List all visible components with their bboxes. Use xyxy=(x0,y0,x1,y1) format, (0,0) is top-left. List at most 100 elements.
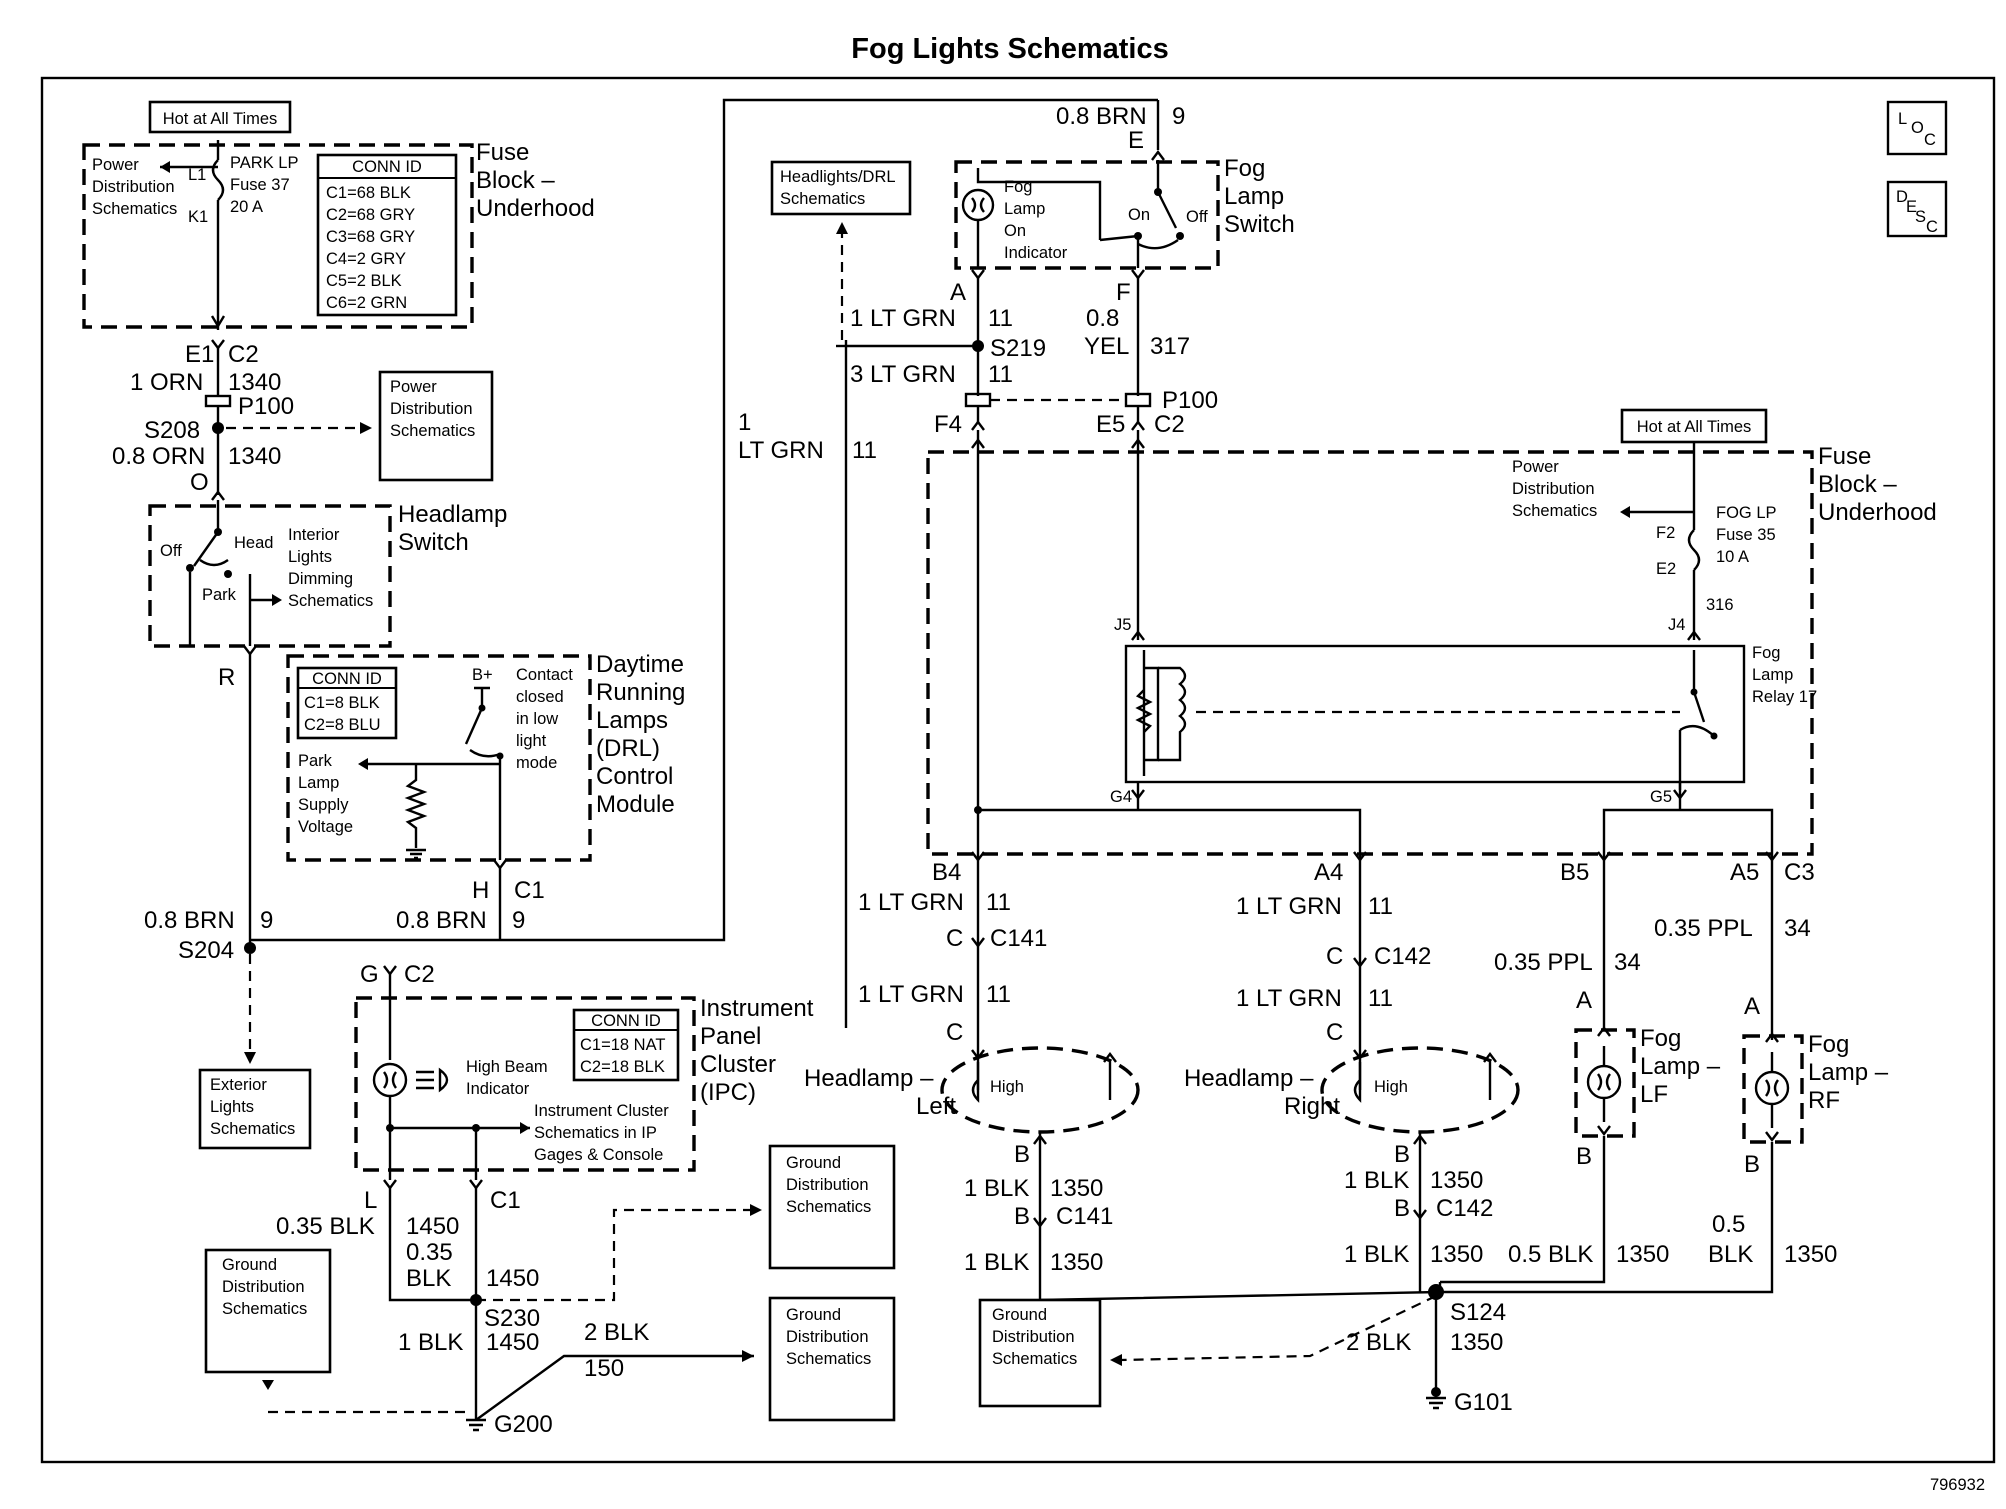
svg-text:3 LT GRN: 3 LT GRN xyxy=(850,361,956,388)
svg-text:Schematics: Schematics xyxy=(210,1120,295,1138)
svg-text:11: 11 xyxy=(986,889,1011,916)
drl-ground-symbol xyxy=(406,848,426,860)
svg-text:Voltage: Voltage xyxy=(298,818,353,836)
svg-text:S204: S204 xyxy=(178,937,234,964)
svg-text:1 BLK: 1 BLK xyxy=(964,1249,1029,1276)
drl-control-module: CONN ID C1=8 BLK C2=8 BLU B+ Contact clo… xyxy=(144,98,1158,1150)
svg-text:F2: F2 xyxy=(1656,524,1675,542)
svg-text:Relay 17: Relay 17 xyxy=(1752,688,1817,706)
svg-text:C141: C141 xyxy=(1056,1203,1113,1230)
svg-text:C142: C142 xyxy=(1436,1195,1493,1222)
svg-text:Distribution: Distribution xyxy=(390,400,473,418)
ground-distribution-box-mid-top xyxy=(768,1144,896,1270)
svg-text:G5: G5 xyxy=(1650,788,1672,806)
fuse-block-underhood-right: Hot at All Times Power Distribution Sche… xyxy=(926,408,1937,862)
svg-text:Schematics: Schematics xyxy=(786,1350,871,1368)
loc-icon[interactable]: L O C xyxy=(1886,100,1948,156)
svg-text:Schematics: Schematics xyxy=(92,200,177,218)
fuse-block-underhood-left xyxy=(82,143,474,329)
fog-lamp-lf-circuit: B5 0.35 PPL 34 A Fog Lamp – LF B 0.5 BLK… xyxy=(1440,859,1721,1284)
svg-text:1 BLK: 1 BLK xyxy=(398,1329,463,1356)
svg-text:C2=68 GRY: C2=68 GRY xyxy=(326,206,415,224)
svg-text:1450: 1450 xyxy=(406,1213,459,1240)
svg-text:9: 9 xyxy=(512,907,525,934)
fuse-37-symbol xyxy=(211,159,225,201)
svg-text:Cluster: Cluster xyxy=(700,1051,776,1078)
svg-text:A4: A4 xyxy=(1314,859,1343,886)
svg-text:L1: L1 xyxy=(188,166,206,184)
exterior-lights-box xyxy=(198,1068,312,1150)
svg-text:1350: 1350 xyxy=(1430,1241,1483,1268)
fog-lamp-lf-bulb xyxy=(1586,1064,1622,1100)
svg-text:C: C xyxy=(946,1019,963,1046)
svg-text:High Beam: High Beam xyxy=(466,1058,548,1076)
svg-text:C1: C1 xyxy=(490,1187,521,1214)
svg-text:1: 1 xyxy=(738,409,751,436)
svg-text:1350: 1350 xyxy=(1784,1241,1837,1268)
svg-text:Schematics: Schematics xyxy=(288,592,373,610)
svg-text:0.8 ORN: 0.8 ORN xyxy=(112,443,205,470)
svg-text:Fuse 37: Fuse 37 xyxy=(230,176,290,194)
svg-text:Instrument Cluster: Instrument Cluster xyxy=(534,1102,669,1120)
svg-text:1340: 1340 xyxy=(228,443,281,470)
svg-text:1 LT GRN: 1 LT GRN xyxy=(1236,985,1342,1012)
figure-number: 796932 xyxy=(1930,1476,1985,1494)
svg-text:CONN ID: CONN ID xyxy=(591,1012,661,1030)
svg-text:Fog: Fog xyxy=(1004,178,1032,196)
svg-text:E1: E1 xyxy=(185,341,214,368)
svg-text:Lamp: Lamp xyxy=(298,774,339,792)
svg-text:0.8 BRN: 0.8 BRN xyxy=(396,907,487,934)
svg-text:Park: Park xyxy=(298,752,333,770)
svg-text:1 LT GRN: 1 LT GRN xyxy=(858,889,964,916)
headlamp-switch: Off Head Park Interior Lights Dimming Sc… xyxy=(148,500,507,940)
svg-text:(IPC): (IPC) xyxy=(700,1079,756,1106)
svg-text:S219: S219 xyxy=(990,335,1046,362)
svg-text:C1=68 BLK: C1=68 BLK xyxy=(326,184,411,202)
svg-text:R: R xyxy=(218,664,235,691)
svg-text:P100: P100 xyxy=(1162,387,1218,414)
svg-text:(DRL): (DRL) xyxy=(596,735,660,762)
svg-text:Lamp: Lamp xyxy=(1224,183,1284,210)
relay-coil xyxy=(1158,666,1187,762)
svg-text:light: light xyxy=(516,732,547,750)
svg-text:11: 11 xyxy=(852,437,877,464)
left-feed-wires: E1 C2 1 ORN 1340 P100 S208 0.8 ORN 1340 … xyxy=(112,339,494,501)
svg-text:Indicator: Indicator xyxy=(1004,244,1068,262)
svg-text:Switch: Switch xyxy=(398,529,469,556)
svg-text:Schematics: Schematics xyxy=(1512,502,1597,520)
power-distribution-box xyxy=(378,370,494,482)
fog-indicator-lamp xyxy=(961,188,995,222)
svg-text:C: C xyxy=(1926,218,1938,236)
svg-text:C3: C3 xyxy=(1784,859,1815,886)
svg-text:B4: B4 xyxy=(932,859,961,886)
svg-text:0.35 BLK: 0.35 BLK xyxy=(276,1213,375,1240)
headlamp-right-circuit: A4 1 LT GRN 11 C C142 1 LT GRN 11 C High… xyxy=(1184,859,1520,1280)
svg-text:C5=2 BLK: C5=2 BLK xyxy=(326,272,402,290)
svg-text:BLK: BLK xyxy=(406,1265,451,1292)
svg-text:0.35 PPL: 0.35 PPL xyxy=(1654,915,1753,942)
svg-text:C2=8 BLU: C2=8 BLU xyxy=(304,716,381,734)
svg-text:Daytime: Daytime xyxy=(596,651,684,678)
hot-at-all-times-box xyxy=(148,100,292,134)
svg-text:1 BLK: 1 BLK xyxy=(964,1175,1029,1202)
svg-text:LF: LF xyxy=(1640,1081,1668,1108)
svg-text:Instrument: Instrument xyxy=(700,995,814,1022)
svg-text:A5: A5 xyxy=(1730,859,1759,886)
svg-text:0.5 BLK: 0.5 BLK xyxy=(1508,1241,1593,1268)
svg-text:Fuse 35: Fuse 35 xyxy=(1716,526,1776,544)
hot-at-all-times-label: Hot at All Times xyxy=(163,110,278,128)
desc-icon[interactable]: D E S C xyxy=(1886,180,1948,238)
svg-text:Schematics: Schematics xyxy=(992,1350,1077,1368)
svg-text:Power: Power xyxy=(390,378,437,396)
svg-text:Control: Control xyxy=(596,763,673,790)
fog-lamp-rf-circuit: A5 C3 0.35 PPL 34 A Fog Lamp – RF B 0.5 … xyxy=(1440,859,1889,1294)
svg-text:in low: in low xyxy=(516,710,558,728)
svg-text:Power: Power xyxy=(1512,458,1559,476)
svg-text:A: A xyxy=(1576,987,1592,1014)
conn-id-table xyxy=(316,153,458,317)
svg-text:Switch: Switch xyxy=(1224,211,1295,238)
svg-text:Indicator: Indicator xyxy=(466,1080,530,1098)
headlamp-right-body xyxy=(1320,1046,1520,1134)
svg-text:Underhood: Underhood xyxy=(476,195,595,222)
svg-text:0.5: 0.5 xyxy=(1712,1211,1745,1238)
